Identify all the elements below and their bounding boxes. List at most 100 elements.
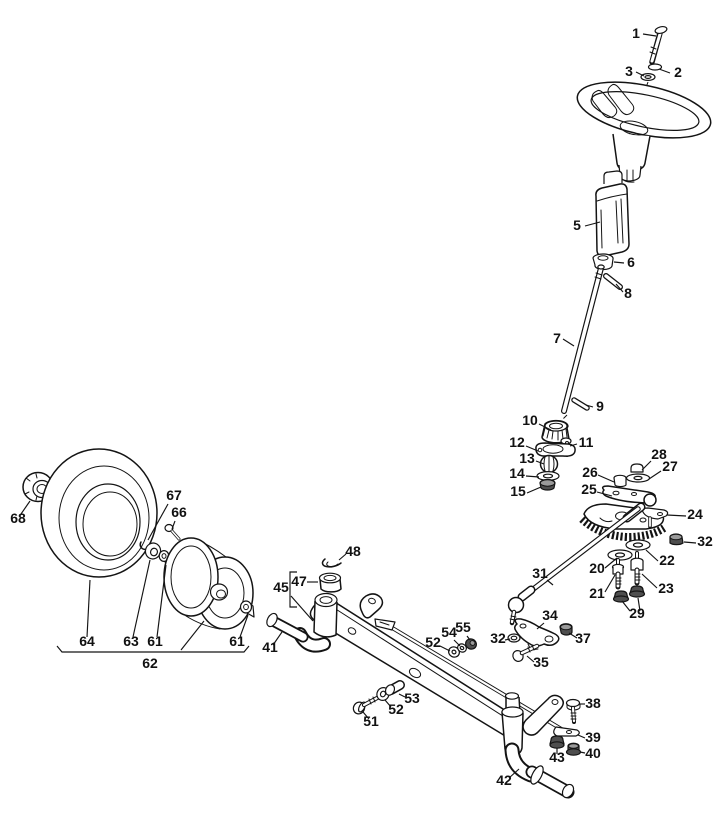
part-number-label[interactable]: 51 [363, 713, 379, 729]
callout-64[interactable]: 64 [79, 579, 95, 649]
part-number-label[interactable]: 10 [522, 412, 538, 428]
callout-39[interactable]: 39 [577, 729, 601, 745]
callout-12[interactable]: 12 [509, 434, 539, 452]
callout-3[interactable]: 3 [625, 63, 645, 79]
callout-37[interactable]: 37 [568, 630, 591, 646]
part-number-label[interactable]: 38 [585, 695, 601, 711]
callout-32[interactable]: 32 [490, 630, 511, 646]
callout-52[interactable]: 52 [425, 634, 451, 652]
part-number-label[interactable]: 21 [589, 585, 605, 601]
callout-21[interactable]: 21 [589, 574, 616, 601]
part-number-label[interactable]: 1 [632, 25, 640, 41]
callout-7[interactable]: 7 [553, 330, 575, 347]
part-number-label[interactable]: 22 [659, 552, 675, 568]
part-number-label[interactable]: 41 [262, 639, 278, 655]
callout-61[interactable]: 61 [229, 614, 249, 649]
part-number-label[interactable]: 35 [533, 654, 549, 670]
callout-40[interactable]: 40 [579, 745, 601, 761]
callout-28[interactable]: 28 [641, 446, 667, 471]
callout-47[interactable]: 47 [291, 573, 318, 589]
part-number-label[interactable]: 52 [388, 701, 404, 717]
callout-15[interactable]: 15 [510, 483, 542, 499]
part-number-label[interactable]: 3 [625, 63, 633, 79]
part-number-label[interactable]: 55 [455, 619, 471, 635]
part-number-label[interactable]: 15 [510, 483, 526, 499]
callout-13[interactable]: 13 [519, 450, 545, 466]
part-number-label[interactable]: 28 [651, 446, 667, 462]
callout-29[interactable]: 29 [621, 597, 645, 621]
callout-62[interactable]: 62 [142, 655, 158, 671]
part-number-label[interactable]: 61 [147, 633, 163, 649]
part-number-label[interactable]: 26 [582, 464, 598, 480]
callout-10[interactable]: 10 [522, 412, 552, 431]
callout-9[interactable]: 9 [585, 398, 604, 414]
part-number-label[interactable]: 43 [549, 749, 565, 765]
part-number-label[interactable]: 23 [658, 580, 674, 596]
part-number-label[interactable]: 34 [542, 607, 558, 623]
callout-34[interactable]: 34 [536, 607, 558, 630]
part-number-label[interactable]: 12 [509, 434, 525, 450]
callout-54[interactable]: 54 [441, 624, 461, 647]
part-number-label[interactable]: 2 [674, 64, 682, 80]
callout-53[interactable]: 53 [398, 690, 420, 706]
callout-42[interactable]: 42 [496, 768, 520, 788]
part-number-label[interactable]: 11 [579, 434, 594, 450]
part-number-label[interactable]: 32 [697, 533, 713, 549]
callout-38[interactable]: 38 [580, 695, 601, 711]
part-number-label[interactable]: 68 [10, 510, 26, 526]
callout-67[interactable]: 67 [147, 487, 182, 541]
part-number-label[interactable]: 20 [589, 560, 605, 576]
callout-5[interactable]: 5 [573, 217, 601, 233]
part-number-label[interactable]: 40 [585, 745, 601, 761]
part-number-label[interactable]: 25 [581, 481, 597, 497]
callout-32[interactable]: 32 [683, 533, 713, 549]
callout-24[interactable]: 24 [666, 506, 703, 522]
callout-31[interactable]: 31 [532, 565, 554, 586]
part-number-label[interactable]: 14 [509, 465, 525, 481]
part-number-label[interactable]: 62 [142, 655, 158, 671]
part-number-label[interactable]: 48 [345, 543, 361, 559]
callout-35[interactable]: 35 [526, 654, 549, 670]
callout-41[interactable]: 41 [262, 631, 283, 655]
callout-14[interactable]: 14 [509, 465, 540, 481]
part-number-label[interactable]: 37 [575, 630, 591, 646]
part-number-label[interactable]: 54 [441, 624, 457, 640]
part-number-label[interactable]: 53 [404, 690, 420, 706]
part-number-label[interactable]: 8 [624, 285, 632, 301]
callout-26[interactable]: 26 [582, 464, 615, 483]
part-number-label[interactable]: 52 [425, 634, 441, 650]
part-number-label[interactable]: 66 [171, 504, 187, 520]
callout-27[interactable]: 27 [648, 458, 678, 480]
part-number-label[interactable]: 13 [519, 450, 535, 466]
part-number-label[interactable]: 27 [662, 458, 678, 474]
part-number-label[interactable]: 39 [585, 729, 601, 745]
part-number-label[interactable]: 24 [687, 506, 703, 522]
part-number-label[interactable]: 63 [123, 633, 139, 649]
callout-1[interactable]: 1 [632, 25, 657, 41]
part-number-label[interactable]: 42 [496, 772, 512, 788]
callout-43[interactable]: 43 [549, 748, 565, 765]
part-number-label[interactable]: 5 [573, 217, 581, 233]
part-number-label[interactable]: 61 [229, 633, 245, 649]
callout-63[interactable]: 63 [123, 559, 151, 649]
part-number-label[interactable]: 6 [627, 254, 635, 270]
callout-25[interactable]: 25 [581, 481, 613, 497]
part-number-label[interactable]: 64 [79, 633, 95, 649]
callout-51[interactable]: 51 [362, 711, 379, 729]
callout-68[interactable]: 68 [10, 500, 31, 526]
part-number-label[interactable]: 32 [490, 630, 506, 646]
callout-23[interactable]: 23 [641, 573, 674, 596]
part-number-label[interactable]: 9 [596, 398, 604, 414]
part-number-label[interactable]: 7 [553, 330, 561, 346]
part-number-label[interactable]: 45 [273, 579, 289, 595]
callout-52[interactable]: 52 [384, 699, 404, 717]
callout-48[interactable]: 48 [338, 543, 361, 561]
callout-11[interactable]: 11 [569, 434, 594, 450]
callout-45[interactable]: 45 [273, 579, 289, 595]
callout-2[interactable]: 2 [658, 64, 682, 80]
callout-8[interactable]: 8 [615, 283, 632, 301]
callout-6[interactable]: 6 [613, 254, 635, 270]
part-number-label[interactable]: 67 [166, 487, 182, 503]
part-number-label[interactable]: 29 [629, 605, 645, 621]
part-number-label[interactable]: 31 [532, 565, 548, 581]
